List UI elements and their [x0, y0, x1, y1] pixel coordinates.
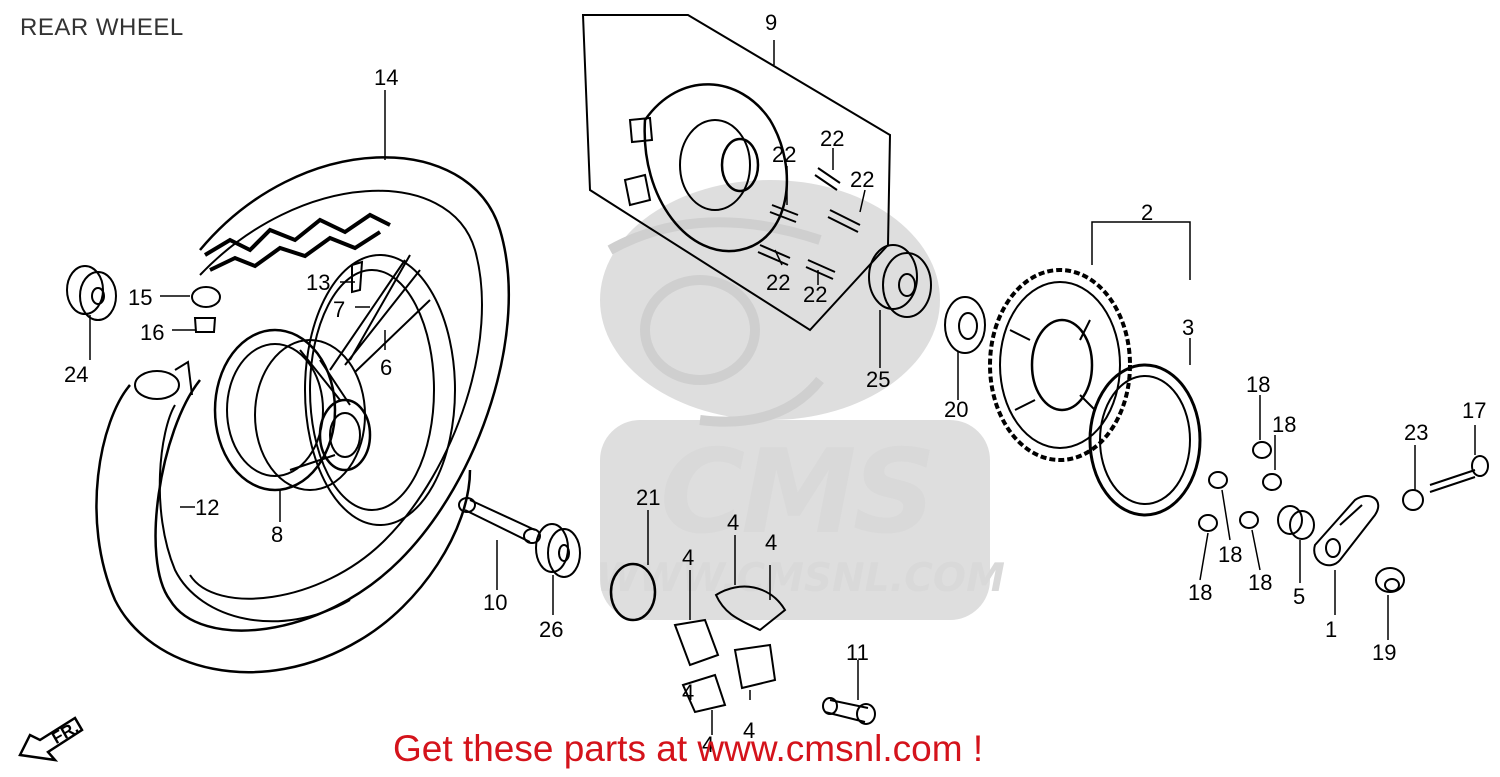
- callout-10: 10: [483, 590, 507, 615]
- callout-12: 12: [195, 495, 219, 520]
- leader-lines: [89, 40, 1476, 735]
- callout-23: 23: [1404, 420, 1428, 445]
- callout-11: 11: [846, 640, 869, 665]
- axle-nut: [1375, 567, 1405, 593]
- wheel-rim-and-hub: [213, 254, 456, 526]
- callout-4f: 4: [682, 680, 694, 705]
- dampers: [673, 585, 787, 714]
- tire: [154, 156, 511, 632]
- callout-5: 5: [1293, 584, 1305, 609]
- callout-26: 26: [539, 617, 563, 642]
- chain-adjuster: [1313, 495, 1380, 567]
- callout-6: 6: [380, 355, 392, 380]
- callout-4a: 4: [727, 510, 739, 535]
- nuts-18: [1198, 441, 1282, 532]
- nut-23: [1402, 489, 1424, 511]
- callout-25: 25: [866, 367, 890, 392]
- callout-21: 21: [636, 485, 660, 510]
- callout-9: 9: [765, 10, 777, 35]
- callout-14: 14: [374, 65, 398, 90]
- front-arrow-icon: [18, 716, 84, 762]
- callout-13: 13: [306, 270, 330, 295]
- callout-22b: 22: [820, 126, 844, 151]
- sprocket: [988, 268, 1132, 462]
- callout-22e: 22: [803, 282, 827, 307]
- callout-4d: 4: [743, 718, 755, 743]
- o-ring: [609, 562, 657, 622]
- tube: [95, 360, 472, 674]
- sprocket-flange: [581, 14, 892, 332]
- callout-22c: 22: [850, 167, 874, 192]
- studs: [757, 167, 861, 280]
- callout-4c: 4: [765, 530, 777, 555]
- callout-18a: 18: [1246, 372, 1270, 397]
- promo-footer[interactable]: Get these parts at www.cmsnl.com !: [393, 728, 984, 769]
- watermark-brand: CMS: [660, 425, 936, 560]
- callout-2: 2: [1141, 200, 1153, 225]
- oil-seal: [944, 296, 986, 354]
- callout-24: 24: [64, 362, 88, 387]
- callout-8: 8: [271, 522, 283, 547]
- valve-cap: [191, 286, 221, 308]
- bearing-25: [868, 244, 932, 318]
- adjuster-bolt: [1429, 455, 1489, 493]
- watermark-url: WWW.CMSNL.COM: [596, 556, 1005, 601]
- callout-1: 1: [1325, 617, 1337, 642]
- page-title: REAR WHEEL: [20, 14, 184, 41]
- callout-17: 17: [1462, 398, 1486, 423]
- callout-22a: 22: [772, 142, 796, 167]
- bearing-24: [66, 265, 117, 321]
- callout-20: 20: [944, 397, 968, 422]
- callout-18b: 18: [1272, 412, 1296, 437]
- callout-18d: 18: [1248, 570, 1272, 595]
- callout-16: 16: [140, 320, 164, 345]
- valve-nut: [193, 317, 217, 333]
- callout-15: 15: [128, 285, 152, 310]
- callout-18c: 18: [1218, 542, 1242, 567]
- axle-collar: [822, 697, 876, 725]
- callout-4e: 4: [702, 732, 714, 757]
- callout-18e: 18: [1188, 580, 1212, 605]
- callout-7: 7: [333, 297, 345, 322]
- callout-3: 3: [1182, 315, 1194, 340]
- chain-ring: [1088, 363, 1202, 517]
- spacer: [458, 497, 541, 544]
- bearing-26: [535, 523, 581, 578]
- callout-19: 19: [1372, 640, 1396, 665]
- callout-4b: 4: [682, 545, 694, 570]
- callout-22d: 22: [766, 270, 790, 295]
- collar-5: [1277, 505, 1315, 540]
